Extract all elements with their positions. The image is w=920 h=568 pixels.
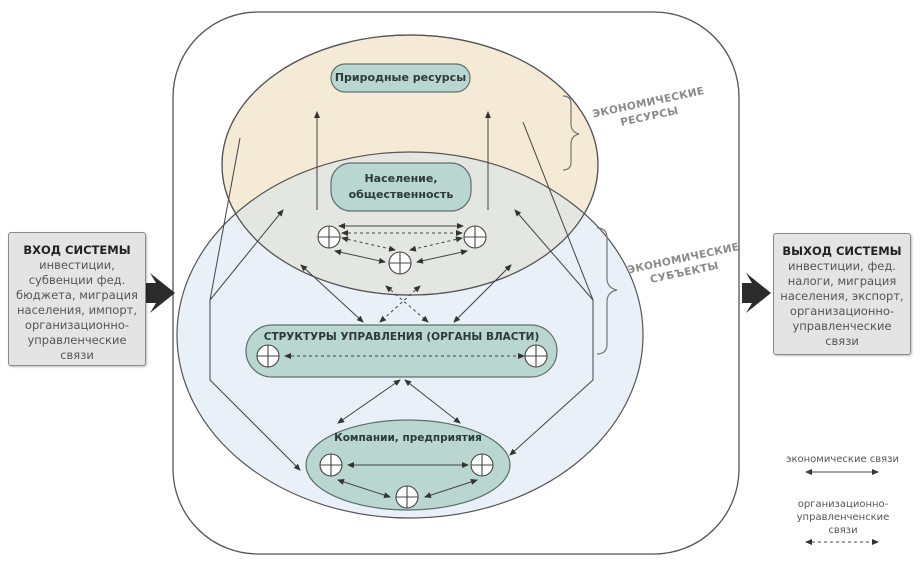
government-actor-left [256,344,280,368]
natural-resources-node[interactable] [330,63,471,93]
system-input-body: инвестиции, субвенции фед. бюджета, мигр… [16,258,138,362]
companies-actor-right [470,453,494,477]
legend-org-label: организационно-управленченские связи [796,499,890,536]
system-input-box: ВХОД СИСТЕМЫ инвестиции, субвенции фед. … [8,232,146,366]
input-arrow-icon [146,273,175,313]
companies-actor-left [319,453,343,477]
brace-subjects [596,227,618,355]
output-arrow-icon [742,273,771,313]
system-input-title: ВХОД СИСТЕМЫ [23,243,131,257]
government-actor-right [524,344,548,368]
government-node[interactable] [245,324,558,378]
population-actor-bottom [388,251,412,275]
brace-resources [562,95,580,171]
companies-actor-bottom [395,485,419,509]
system-output-box: ВЫХОД СИСТЕМЫ инвестиции, фед. налоги, м… [773,233,911,355]
population-node[interactable] [330,162,472,212]
system-output-body: инвестиции, фед. налоги, миграция населе… [780,259,904,348]
overlap-region [222,151,598,295]
system-output-title: ВЫХОД СИСТЕМЫ [782,244,902,258]
legend-economic-label: экономические связи [786,454,899,465]
population-actor-left [317,225,341,249]
population-actor-right [463,225,487,249]
